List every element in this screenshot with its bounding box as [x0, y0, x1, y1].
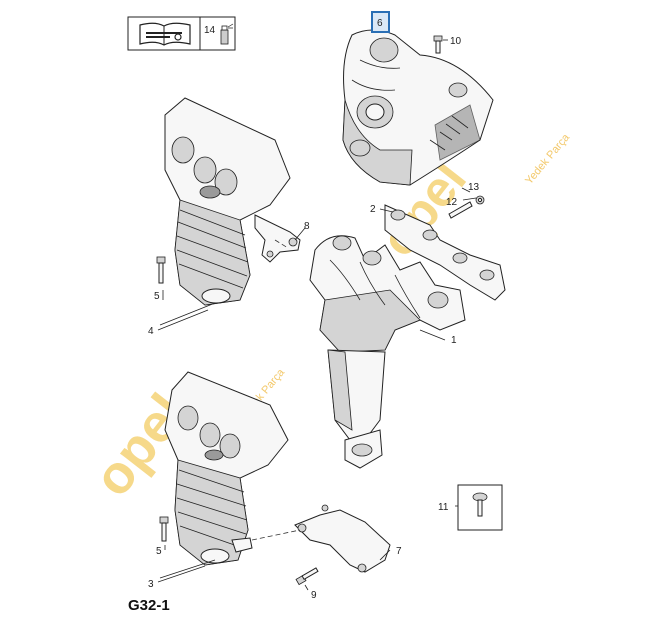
bolt-5-upper — [156, 256, 166, 284]
bracket-8 — [254, 214, 301, 263]
bolt-9 — [295, 567, 319, 586]
stud-12 — [448, 201, 473, 219]
header-reference-box: 14 — [127, 16, 236, 51]
nut-13 — [475, 195, 485, 205]
callout-8[interactable]: 8 — [304, 221, 310, 232]
callout-2[interactable]: 2 — [370, 204, 376, 215]
callout-13[interactable]: 13 — [468, 182, 480, 193]
callout-11[interactable]: 10 — [450, 36, 462, 47]
bolt-11 — [433, 35, 443, 54]
catalytic-converter-upper — [164, 97, 291, 306]
callout-9[interactable]: 9 — [311, 590, 317, 601]
gasket-2 — [384, 204, 506, 301]
figure-label: G32-1 — [128, 597, 170, 614]
callout-7[interactable]: 7 — [396, 546, 402, 557]
leader-lines — [157, 39, 477, 591]
bracket-7 — [294, 504, 391, 573]
bolt-5-lower — [159, 516, 169, 542]
repair-manual-icon — [139, 22, 191, 46]
catalytic-converter-lower — [164, 371, 289, 566]
exhaust-manifold — [309, 235, 466, 469]
callout-5-lower[interactable]: 5 — [156, 546, 162, 557]
spray-can-icon — [220, 23, 234, 45]
callout-5-upper[interactable]: 5 — [154, 291, 160, 302]
callout-6-highlight[interactable]: 6 — [371, 11, 390, 33]
callout-10[interactable]: 11 — [438, 502, 449, 513]
heat-shield — [342, 29, 494, 186]
screw-10-icon — [472, 492, 488, 517]
callout-3[interactable]: 3 — [148, 579, 154, 590]
callout-1[interactable]: 1 — [451, 335, 457, 346]
callout-number-6: 6 — [377, 18, 383, 29]
callout-labels: 10 8 5 4 2 13 12 1 11 5 3 7 9 — [148, 36, 480, 601]
watermark-subtext-right: Yedek Parça — [523, 131, 573, 187]
callout-12[interactable]: 12 — [446, 197, 458, 208]
header-ref-number: 14 — [204, 25, 216, 36]
callout-4[interactable]: 4 — [148, 326, 154, 337]
part-10-box — [457, 484, 503, 531]
